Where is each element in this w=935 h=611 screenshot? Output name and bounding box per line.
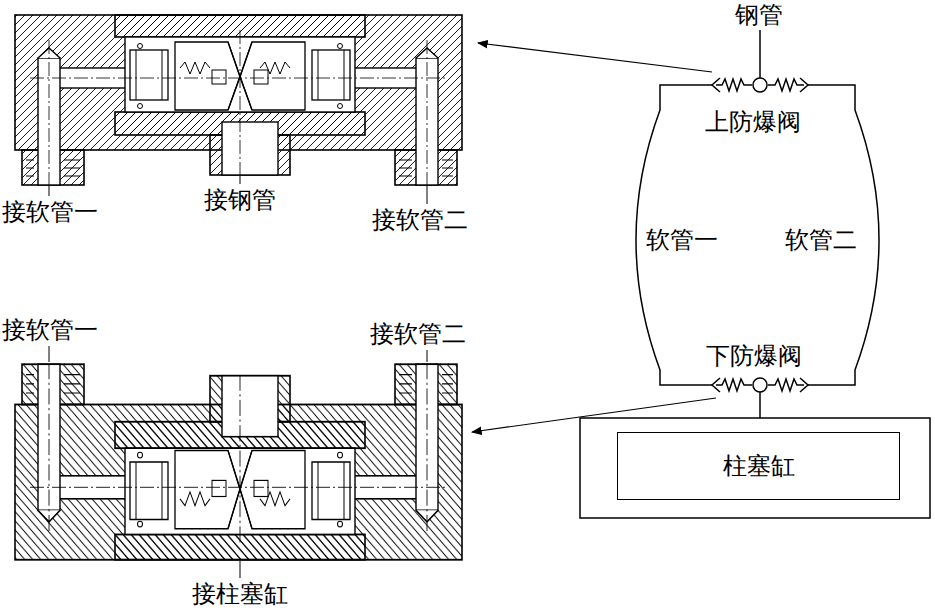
part-label: 接柱塞缸 — [192, 580, 288, 608]
part-label: 软管二 — [785, 226, 857, 254]
part-label: 钢管 — [735, 1, 783, 29]
cylinder-box: 柱塞缸 — [617, 432, 900, 500]
part-label: 下防爆阀 — [706, 342, 802, 370]
part-label: 接软管一 — [2, 198, 98, 226]
part-label: 接软管一 — [2, 316, 98, 344]
part-label: 接钢管 — [204, 186, 276, 214]
node-text: 柱塞缸 — [723, 452, 795, 480]
part-label: 接软管二 — [372, 206, 468, 234]
part-label: 上防爆阀 — [705, 108, 801, 136]
part-label: 接软管二 — [370, 320, 466, 348]
part-label: 软管一 — [646, 226, 718, 254]
